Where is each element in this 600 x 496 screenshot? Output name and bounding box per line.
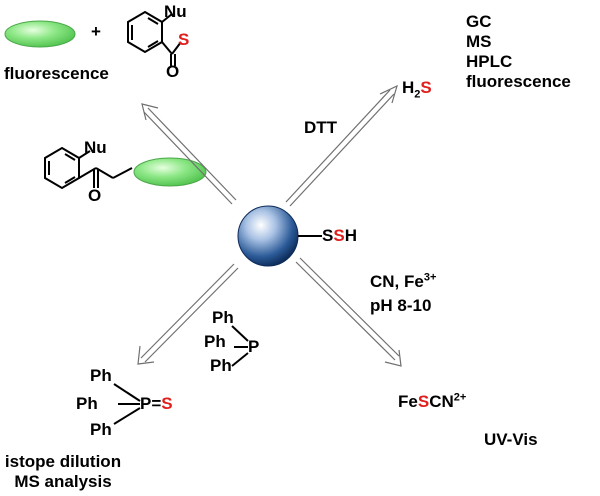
pps-ph-bot: Ph <box>90 420 112 439</box>
method-list: GC MS HPLC fluorescence <box>466 12 571 92</box>
h2s-sulfur: S <box>420 78 432 97</box>
pph3-ph-bot: Ph <box>210 356 232 375</box>
pps-p-double-s: P=S <box>140 394 173 414</box>
benzisothiazolone-structure <box>127 10 182 66</box>
pps-ph-mid: Ph <box>76 394 98 413</box>
isotope-line-1: istope dilution <box>4 452 122 471</box>
uv-vis-method: UV-Vis <box>484 430 538 449</box>
benzisothiazolone-s-label: S <box>178 30 190 49</box>
cn-fe-text: CN, Fe <box>370 272 424 291</box>
persulfide-s2: S <box>333 226 345 245</box>
fescn-charge: 2+ <box>453 391 467 404</box>
pps-sulfur: S <box>161 394 173 413</box>
fescn-fe: Fe <box>398 392 418 411</box>
fe-charge: 3+ <box>423 271 437 284</box>
persulfide-s1: S <box>322 226 334 245</box>
method-hplc: HPLC <box>466 52 513 71</box>
persulfide-h: H <box>344 226 357 245</box>
method-ms: MS <box>466 32 492 51</box>
fescn-cn: CN <box>429 392 454 411</box>
ph-condition: pH 8-10 <box>370 296 432 315</box>
fluorescent-probe-ellipse <box>4 20 76 48</box>
method-gc: GC <box>466 12 492 31</box>
method-fluorescence: fluorescence <box>466 72 571 91</box>
isotope-dilution-label: istope dilution MS analysis <box>0 452 126 492</box>
pph3-ph-mid: Ph <box>204 332 226 351</box>
benzisothiazolone-o-label: O <box>166 62 180 81</box>
h2s-subscript: 2 <box>414 88 421 101</box>
dtt-reagent: DTT <box>304 118 338 137</box>
ketone-nu-label: Nu <box>84 138 107 157</box>
benzisothiazolone-nu-label: Nu <box>164 2 187 21</box>
pps-ph-top: Ph <box>90 366 112 385</box>
fluorescence-readout-left: fluorescence <box>4 64 109 83</box>
cn-fe-reagent: CN, Fe3+ <box>370 272 436 292</box>
persulfide-label: SSH <box>322 226 357 246</box>
ketone-o-label: O <box>88 186 102 205</box>
aryl-ketone-probe-structure <box>44 146 133 190</box>
fescn-complex: FeSCN2+ <box>398 392 466 412</box>
triphenylphosphine-bonds <box>231 325 249 367</box>
h2s-h: H <box>402 78 415 97</box>
central-sphere <box>237 205 299 267</box>
pph3-p: P <box>248 337 260 356</box>
phosphine-sulfide-bonds <box>113 383 141 425</box>
pph3-ph-top: Ph <box>212 308 234 327</box>
probe-ellipse-attached <box>133 157 207 187</box>
h2s-formula: H2S <box>402 78 432 101</box>
pps-p: P <box>140 394 152 413</box>
plus-sign: + <box>91 22 101 41</box>
fescn-s: S <box>417 392 430 411</box>
isotope-line-2: MS analysis <box>14 472 112 491</box>
arrows <box>137 84 402 367</box>
pps-double-bond: = <box>151 394 162 413</box>
